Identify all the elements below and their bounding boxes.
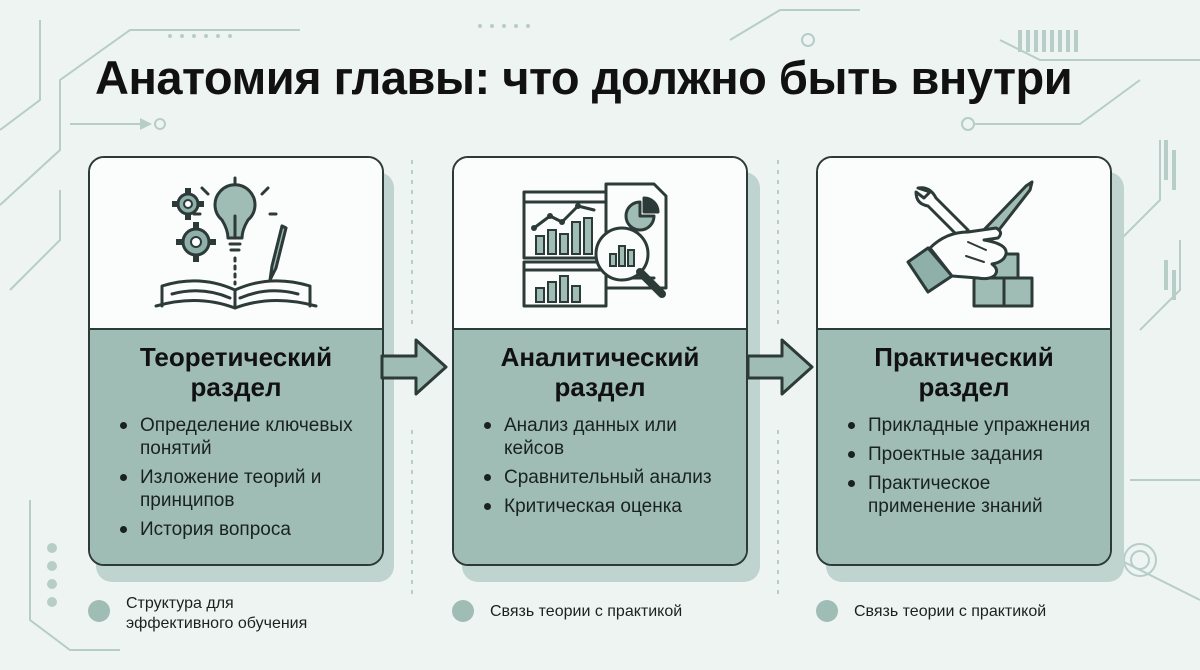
list-item: Определение ключевых понятий: [120, 414, 372, 460]
list-item: Анализ данных или кейсов: [484, 414, 736, 460]
practical-section-card: Практический раздел Прикладные упражнени…: [816, 156, 1112, 566]
card-content: Практический раздел Прикладные упражнени…: [818, 330, 1110, 564]
footer-note: Структура для эффективного обучения: [126, 594, 307, 634]
page-title: Анатомия главы: что должно быть внутри: [95, 51, 1073, 104]
footer-note-line: Структура для: [126, 595, 234, 612]
card-illustration-area: [818, 158, 1110, 330]
list-item: Критическая оценка: [484, 495, 736, 518]
footer-note-line: Связь теории с практикой: [490, 603, 683, 620]
arrow-right-icon: [380, 338, 448, 396]
list-item: Сравнительный анализ: [484, 466, 736, 489]
footer-bullet-dot: [88, 600, 110, 622]
analytical-section-card: Аналитический раздел Анализ данных или к…: [452, 156, 748, 566]
section-title: Аналитический раздел: [454, 342, 746, 402]
footer-note-line: эффективного обучения: [126, 615, 308, 632]
section-title: Теоретический раздел: [90, 342, 382, 402]
theoretical-section-card: Теоретический раздел Определение ключевы…: [88, 156, 384, 566]
list-item: Проектные задания: [848, 443, 1100, 466]
list-item: Прикладные упражнения: [848, 414, 1100, 437]
section-points-list: Анализ данных или кейсов Сравнительный а…: [454, 414, 746, 518]
section-points-list: Определение ключевых понятий Изложение т…: [90, 414, 382, 541]
section-title: Практический раздел: [818, 342, 1110, 402]
section-title-line: раздел: [554, 372, 646, 402]
book-lightbulb-gears-pencil-icon: [154, 176, 318, 310]
card-content: Теоретический раздел Определение ключевы…: [90, 330, 382, 564]
footer-bullet-dot: [452, 600, 474, 622]
section-title-line: Практический: [874, 342, 1054, 372]
card-content: Аналитический раздел Анализ данных или к…: [454, 330, 746, 564]
footer-note-line: Связь теории с практикой: [854, 603, 1047, 620]
section-points-list: Прикладные упражнения Проектные задания …: [818, 414, 1110, 518]
footer-note: Связь теории с практикой: [854, 602, 1046, 622]
section-title-line: раздел: [918, 372, 1010, 402]
footer-note: Связь теории с практикой: [490, 602, 682, 622]
footer-bullet-dot: [816, 600, 838, 622]
hand-wrench-pencil-blocks-icon: [906, 180, 1034, 308]
arrow-right-icon: [746, 338, 814, 396]
list-item: Практическое применение знаний: [848, 472, 1100, 518]
charts-magnifier-icon: [522, 182, 668, 308]
section-title-line: раздел: [190, 372, 282, 402]
section-title-line: Теоретический: [139, 342, 333, 372]
card-illustration-area: [454, 158, 746, 330]
card-illustration-area: [90, 158, 382, 330]
list-item: Изложение теорий и принципов: [120, 466, 372, 512]
list-item: История вопроса: [120, 518, 372, 541]
section-title-line: Аналитический: [500, 342, 700, 372]
